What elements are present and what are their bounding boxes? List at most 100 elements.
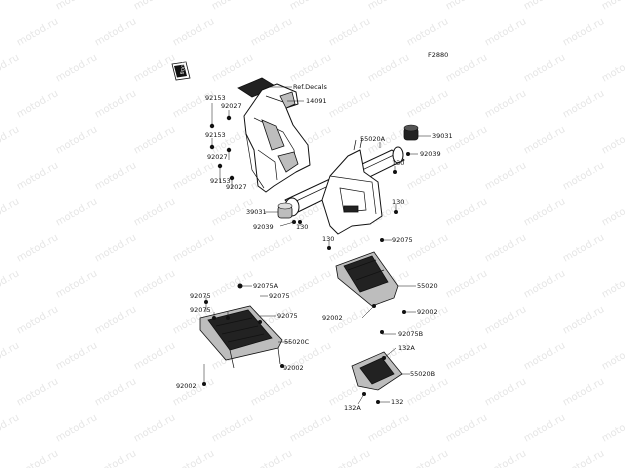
- callout-132a: 132A: [344, 404, 361, 412]
- watermark-text: motod.ru: [561, 376, 606, 408]
- watermark-text: motod.ru: [600, 124, 625, 156]
- watermark-text: motod.ru: [0, 196, 21, 228]
- watermark-text: motod.ru: [522, 412, 567, 444]
- bushing-right: [403, 124, 419, 141]
- watermark-text: motod.ru: [0, 0, 21, 13]
- callout-92153: 92153: [205, 131, 226, 139]
- watermark-text: motod.ru: [132, 0, 177, 13]
- watermark-text: motod.ru: [0, 124, 21, 156]
- callout-55020a: 55020A: [360, 135, 386, 143]
- callout-92153: 92153: [205, 94, 226, 102]
- watermark-text: motod.ru: [483, 88, 528, 120]
- watermark-text: motod.ru: [54, 52, 99, 84]
- callout-39031: 39031: [432, 132, 453, 140]
- watermark-text: motod.ru: [132, 196, 177, 228]
- watermark-text: motod.ru: [483, 160, 528, 192]
- watermark-text: motod.ru: [366, 52, 411, 84]
- watermark-text: motod.ru: [405, 376, 450, 408]
- watermark-text: motod.ru: [288, 0, 333, 13]
- watermark-text: motod.ru: [15, 232, 60, 264]
- side-frame-bracket: [243, 83, 311, 193]
- watermark-text: motod.ru: [561, 448, 606, 468]
- watermark-text: motod.ru: [0, 340, 21, 372]
- watermark-text: motod.ru: [444, 412, 489, 444]
- watermark-text: motod.ru: [444, 52, 489, 84]
- skid-plate-main: [335, 251, 399, 307]
- callout-132a: 132A: [398, 344, 415, 352]
- watermark-text: motod.ru: [327, 16, 372, 48]
- book-icon-label: BOOK: [179, 60, 187, 75]
- watermark-text: motod.ru: [54, 268, 99, 300]
- watermark-text: motod.ru: [15, 304, 60, 336]
- watermark-text: motod.ru: [54, 196, 99, 228]
- watermark-text: motod.ru: [54, 340, 99, 372]
- watermark-text: motod.ru: [522, 340, 567, 372]
- watermark-text: motod.ru: [561, 304, 606, 336]
- callout-92075: 92075: [277, 312, 298, 320]
- watermark-text: motod.ru: [171, 376, 216, 408]
- callout-130: 130: [392, 159, 404, 167]
- watermark-text: motod.ru: [405, 160, 450, 192]
- watermark-text: motod.ru: [15, 88, 60, 120]
- watermark-text: motod.ru: [483, 16, 528, 48]
- watermark-text: motod.ru: [561, 88, 606, 120]
- watermark-text: motod.ru: [600, 268, 625, 300]
- watermark-text: motod.ru: [132, 340, 177, 372]
- callout-92075: 92075: [392, 236, 413, 244]
- callout-39031: 39031: [246, 208, 267, 216]
- watermark-text: motod.ru: [483, 448, 528, 468]
- watermark-text: motod.ru: [444, 268, 489, 300]
- watermark-text: motod.ru: [15, 376, 60, 408]
- watermark-text: motod.ru: [171, 232, 216, 264]
- watermark-text: motod.ru: [93, 88, 138, 120]
- watermark-text: motod.ru: [15, 160, 60, 192]
- watermark-text: motod.ru: [93, 232, 138, 264]
- watermark-text: motod.ru: [288, 412, 333, 444]
- watermark-text: motod.ru: [561, 160, 606, 192]
- callout-ref-decals: Ref.Decals: [293, 83, 327, 91]
- callout-92075: 92075: [190, 292, 211, 300]
- callout-55020b: 55020B: [410, 370, 435, 378]
- watermark-text: motod.ru: [327, 88, 372, 120]
- skid-plate-rear: [351, 351, 403, 391]
- bushing-left: [277, 202, 293, 219]
- watermark-text: motod.ru: [561, 232, 606, 264]
- watermark-text: motod.ru: [405, 16, 450, 48]
- watermark-text: motod.ru: [600, 196, 625, 228]
- callout-92153: 92153: [210, 177, 231, 185]
- watermark-text: motod.ru: [444, 0, 489, 13]
- callout-92027: 92027: [207, 153, 228, 161]
- watermark-text: motod.ru: [288, 52, 333, 84]
- callout-92039: 92039: [253, 223, 274, 231]
- callout-130: 130: [296, 223, 308, 231]
- callout-labels: Ref.Decals 14091 92153 92027 92153 92027…: [176, 83, 453, 412]
- watermark-text: motod.ru: [522, 0, 567, 13]
- watermark-text: motod.ru: [249, 232, 294, 264]
- watermark-text: motod.ru: [171, 16, 216, 48]
- watermark-text: motod.ru: [600, 412, 625, 444]
- skid-plate-front: [199, 305, 283, 369]
- book-icon: BOOK: [171, 60, 191, 81]
- callout-92002: 92002: [283, 364, 304, 372]
- watermark-text: motod.ru: [132, 412, 177, 444]
- watermark-text: motod.ru: [210, 268, 255, 300]
- watermark-text: motod.ru: [288, 268, 333, 300]
- callout-55020: 55020: [417, 282, 438, 290]
- watermark-text: motod.ru: [522, 268, 567, 300]
- watermark-text: motod.ru: [522, 196, 567, 228]
- callout-130: 130: [392, 198, 404, 206]
- watermark-text: motod.ru: [93, 448, 138, 468]
- watermark-text: motod.ru: [405, 88, 450, 120]
- watermark-text: motod.ru: [132, 52, 177, 84]
- callout-92075a: 92075A: [253, 282, 279, 290]
- watermark-text: motod.ru: [249, 448, 294, 468]
- watermark-text: motod.ru: [210, 0, 255, 13]
- watermark-text: motod.ru: [366, 0, 411, 13]
- leader-lines: [203, 86, 431, 405]
- watermark-text: motod.ru: [0, 268, 21, 300]
- watermark-text: motod.ru: [600, 0, 625, 13]
- watermark-text: motod.ru: [54, 0, 99, 13]
- watermark-text: motod.ru: [522, 52, 567, 84]
- watermark-text: motod.ru: [93, 376, 138, 408]
